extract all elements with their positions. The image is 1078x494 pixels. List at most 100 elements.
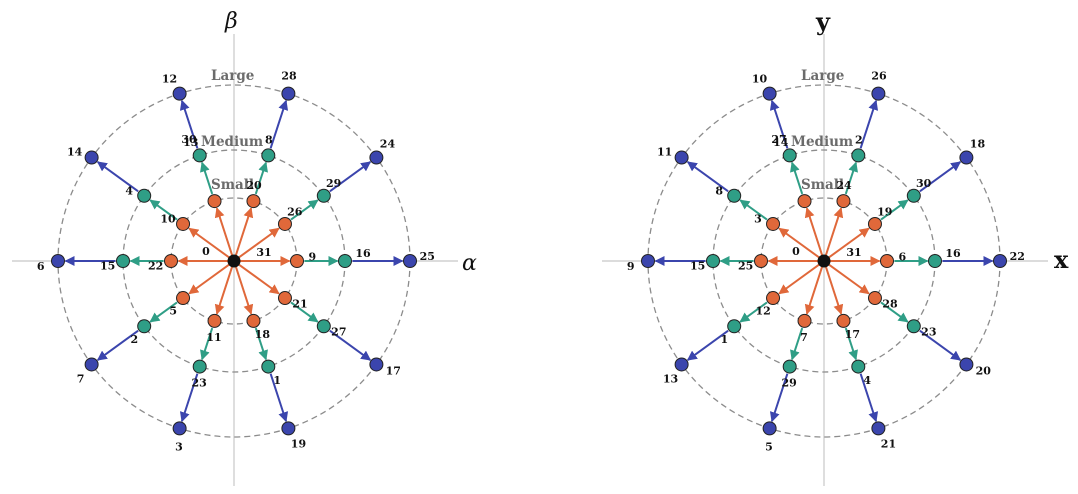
- left-node-medium-spoke-4: [137, 188, 152, 203]
- left-arrow-large-spoke-7: [179, 373, 199, 423]
- right-node-medium-spoke-3: [782, 148, 797, 163]
- right-extra-label-2: 16: [945, 247, 961, 260]
- right-arrow-medium-spoke-9: [880, 301, 909, 323]
- left-node-medium-spoke-6: [137, 319, 152, 334]
- right-label-medium-spoke-6: 1: [721, 333, 729, 346]
- left-node-small-spoke-9: [277, 291, 292, 306]
- right-node-small-spoke-8: [836, 313, 851, 328]
- left-ring-label-medium: Medium: [201, 134, 263, 150]
- left-label-medium-spoke-3: 13: [183, 136, 198, 149]
- left-node-layer: [51, 86, 417, 436]
- right-node-small-spoke-3: [797, 194, 812, 209]
- right-extra-label-0: 0: [792, 245, 800, 258]
- right-node-medium-spoke-7: [782, 359, 797, 374]
- right-node-large-spoke-5: [641, 254, 655, 268]
- left-arrow-medium-spoke-7: [200, 327, 214, 361]
- right-label-small-spoke-5: 25: [738, 259, 753, 272]
- left-node-large-spoke-0: [403, 254, 417, 268]
- left-arrow-medium-spoke-6: [149, 301, 178, 323]
- right-ring-label-medium: Medium: [791, 134, 853, 150]
- right-label-medium-spoke-5: 15: [690, 259, 705, 272]
- right-node-medium-spoke-6: [727, 319, 742, 334]
- left-arrow-small-spoke-6: [188, 263, 230, 295]
- right-y-axis-label: y: [815, 7, 831, 36]
- right-arrow-medium-spoke-1: [880, 199, 909, 221]
- left-label-small-spoke-7: 11: [206, 331, 221, 344]
- left-arrow-large-spoke-8: [269, 373, 289, 423]
- right-arrow-small-spoke-1: [828, 227, 870, 259]
- left-arrow-small-spoke-9: [238, 263, 280, 295]
- right-label-large-spoke-0: 22: [1010, 250, 1025, 263]
- left-arrow-small-spoke-8: [234, 266, 254, 315]
- left-label-small-spoke-2: 20: [246, 179, 262, 192]
- left-label-medium-spoke-1: 29: [326, 177, 341, 190]
- left-label-large-spoke-9: 17: [386, 365, 401, 378]
- right-node-large-spoke-3: [762, 86, 777, 101]
- left-arrow-medium-spoke-2: [254, 161, 268, 195]
- right-arrow-large-spoke-6: [686, 329, 729, 361]
- left-node-small-spoke-4: [176, 216, 191, 231]
- right-node-large-spoke-1: [959, 150, 974, 165]
- left-extra-label-1: 30: [181, 133, 197, 146]
- right-node-small-spoke-5: [754, 254, 768, 268]
- left-node-large-spoke-8: [281, 421, 296, 436]
- right-label-small-spoke-1: 19: [877, 205, 892, 218]
- right-node-large-spoke-0: [993, 254, 1007, 268]
- right-node-small-spoke-9: [867, 291, 882, 306]
- right-arrow-medium-spoke-3: [790, 161, 804, 195]
- left-arrow-large-spoke-2: [269, 99, 289, 149]
- left-node-medium-spoke-8: [261, 359, 276, 374]
- left-label-small-spoke-0: 9: [309, 251, 317, 264]
- right-label-medium-spoke-9: 23: [921, 326, 936, 339]
- right-label-medium-spoke-7: 29: [781, 377, 796, 390]
- left-node-medium-spoke-0: [338, 254, 352, 268]
- left-arrow-medium-spoke-3: [200, 161, 214, 195]
- left-center-node: [227, 254, 241, 268]
- right-ring-label-small: Small: [801, 177, 844, 193]
- right-label-large-spoke-6: 13: [663, 373, 678, 386]
- left-node-small-spoke-1: [277, 216, 292, 231]
- right-extra-label-1: 27: [771, 133, 786, 146]
- right-label-small-spoke-9: 28: [882, 297, 898, 310]
- right-label-small-spoke-2: 24: [836, 179, 852, 192]
- left-node-small-spoke-0: [290, 254, 304, 268]
- right-node-medium-spoke-9: [906, 319, 921, 334]
- left-label-small-spoke-8: 18: [255, 328, 271, 341]
- right-arrow-medium-spoke-7: [790, 327, 804, 361]
- left-arrow-large-spoke-6: [96, 329, 139, 361]
- left-label-small-spoke-4: 10: [160, 213, 176, 226]
- right-label-large-spoke-2: 26: [871, 70, 887, 83]
- left-node-large-spoke-4: [84, 150, 99, 165]
- left-arrow-medium-spoke-1: [290, 199, 319, 221]
- left-arrow-large-spoke-4: [96, 161, 139, 193]
- left-label-large-spoke-3: 12: [162, 73, 177, 86]
- right-node-small-spoke-6: [766, 291, 781, 306]
- left-node-medium-spoke-5: [116, 254, 130, 268]
- right-label-large-spoke-3: 10: [752, 73, 768, 86]
- right-node-medium-spoke-1: [906, 188, 921, 203]
- left-node-small-spoke-5: [164, 254, 178, 268]
- left-arrow-large-spoke-3: [179, 99, 199, 149]
- left-node-medium-spoke-9: [316, 319, 331, 334]
- left-node-small-spoke-6: [176, 291, 191, 306]
- left-arrow-small-spoke-1: [238, 227, 280, 259]
- left-label-large-spoke-1: 24: [380, 137, 396, 150]
- left-node-medium-spoke-7: [192, 359, 207, 374]
- left-node-small-spoke-8: [246, 313, 261, 328]
- right-arrow-large-spoke-2: [859, 99, 879, 149]
- right-arrow-large-spoke-8: [859, 373, 879, 423]
- right-node-small-spoke-1: [867, 216, 882, 231]
- left-label-small-spoke-1: 26: [287, 205, 303, 218]
- left-arrow-small-spoke-7: [214, 266, 234, 315]
- left-label-large-spoke-5: 6: [37, 260, 45, 273]
- left-node-large-spoke-2: [281, 86, 296, 101]
- right-node-small-spoke-0: [880, 254, 894, 268]
- right-label-medium-spoke-2: 2: [855, 133, 863, 146]
- left-node-large-spoke-6: [84, 357, 99, 372]
- left-label-medium-spoke-7: 23: [191, 377, 206, 390]
- right-center-label: 31: [846, 246, 861, 259]
- right-node-medium-spoke-0: [928, 254, 942, 268]
- right-label-large-spoke-7: 5: [765, 440, 773, 453]
